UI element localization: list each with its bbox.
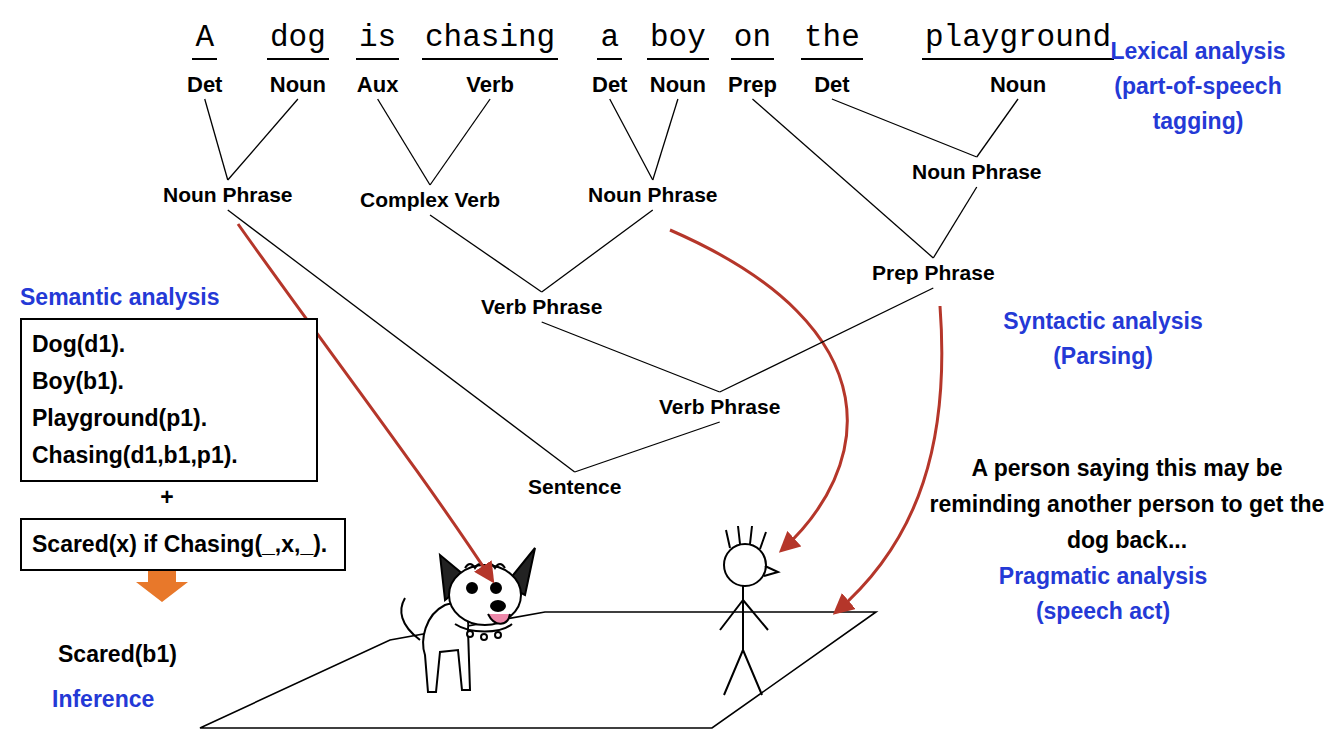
dog-figure [401, 548, 535, 692]
phrase-label: Prep Phrase [868, 259, 999, 287]
word: playground [922, 18, 1114, 60]
phrase-label: Complex Verb [356, 186, 504, 214]
pos-tag: Prep [728, 72, 777, 98]
tree-branch [720, 288, 934, 392]
logic-box: Dog(d1).Boy(b1).Playground(p1).Chasing(d… [20, 318, 318, 482]
phrase-label: Sentence [524, 473, 625, 501]
parse-node: Complex Verb [356, 186, 504, 214]
tree-branch [832, 99, 977, 157]
logic-statement: Chasing(d1,b1,p1). [32, 437, 306, 474]
tree-branch [542, 210, 653, 292]
parse-node: Verb Phrase [477, 293, 606, 321]
stage-label: Semantic analysis [20, 280, 280, 315]
word: chasing [422, 18, 558, 60]
logic-statement: Dog(d1). [32, 326, 306, 363]
token: A Det [187, 18, 222, 98]
phrase-label: Noun Phrase [908, 158, 1046, 186]
playground-floor [200, 612, 876, 728]
logic-statement: Boy(b1). [32, 363, 306, 400]
token: playgroundNoun [922, 18, 1114, 98]
token: chasingVerb [422, 18, 558, 98]
tree-branch [933, 187, 976, 258]
tree-branch [653, 99, 678, 180]
inference-result: Scared(b1) [58, 637, 258, 672]
word: dog [267, 18, 329, 60]
token: isAux [356, 18, 399, 98]
token: onPrep [728, 18, 777, 98]
word: on [731, 18, 774, 60]
tree-branch [977, 99, 1018, 157]
phrase-label: Noun Phrase [159, 181, 297, 209]
phrase-label: Noun Phrase [584, 181, 722, 209]
token: theDet [801, 18, 863, 98]
parse-node: Noun Phrase [159, 181, 297, 209]
token: dogNoun [267, 18, 329, 98]
pos-tag: Noun [922, 72, 1114, 98]
tree-branch [575, 422, 720, 472]
tree-branch [228, 99, 298, 180]
boy-figure [720, 526, 778, 695]
word: A [192, 18, 217, 60]
tree-branch [610, 99, 653, 180]
stage-label: Inference [52, 682, 252, 717]
stage-label: Pragmatic analysis (speech act) [972, 559, 1234, 629]
inference-arrow [136, 567, 188, 602]
logic-statement: Scared(x) if Chasing(_,x,_). [32, 526, 334, 563]
logic-statement: Playground(p1). [32, 400, 306, 437]
phrase-label: Verb Phrase [655, 393, 784, 421]
pos-tag: Verb [422, 72, 558, 98]
parse-node: Verb Phrase [655, 393, 784, 421]
word: is [356, 18, 399, 60]
word: the [801, 18, 863, 60]
stage-label: Syntactic analysis (Parsing) [972, 304, 1234, 374]
logic-box: Scared(x) if Chasing(_,x,_). [20, 518, 346, 571]
pos-tag: Aux [356, 72, 399, 98]
pos-tag: Noun [267, 72, 329, 98]
tree-branch [205, 99, 228, 180]
tree-branch [430, 99, 490, 185]
token: boyNoun [647, 18, 709, 98]
tree-branch [752, 99, 933, 258]
pragmatic-note: A person saying this may be reminding an… [922, 450, 1332, 558]
tree-branch [430, 215, 542, 292]
pos-tag: Det [592, 72, 627, 98]
pos-tag: Det [187, 72, 222, 98]
word: a [597, 18, 622, 60]
stage-label: Lexical analysis (part-of-speech tagging… [1098, 34, 1298, 139]
word: boy [647, 18, 709, 60]
tree-branch [378, 99, 430, 185]
parse-node: Sentence [524, 473, 625, 501]
token: aDet [592, 18, 627, 98]
plus-sign: + [155, 480, 179, 515]
parse-node: Prep Phrase [868, 259, 999, 287]
parse-node: Noun Phrase [908, 158, 1046, 186]
phrase-label: Verb Phrase [477, 293, 606, 321]
parse-node: Noun Phrase [584, 181, 722, 209]
pos-tag: Noun [647, 72, 709, 98]
tree-branch [542, 322, 720, 392]
pos-tag: Det [801, 72, 863, 98]
